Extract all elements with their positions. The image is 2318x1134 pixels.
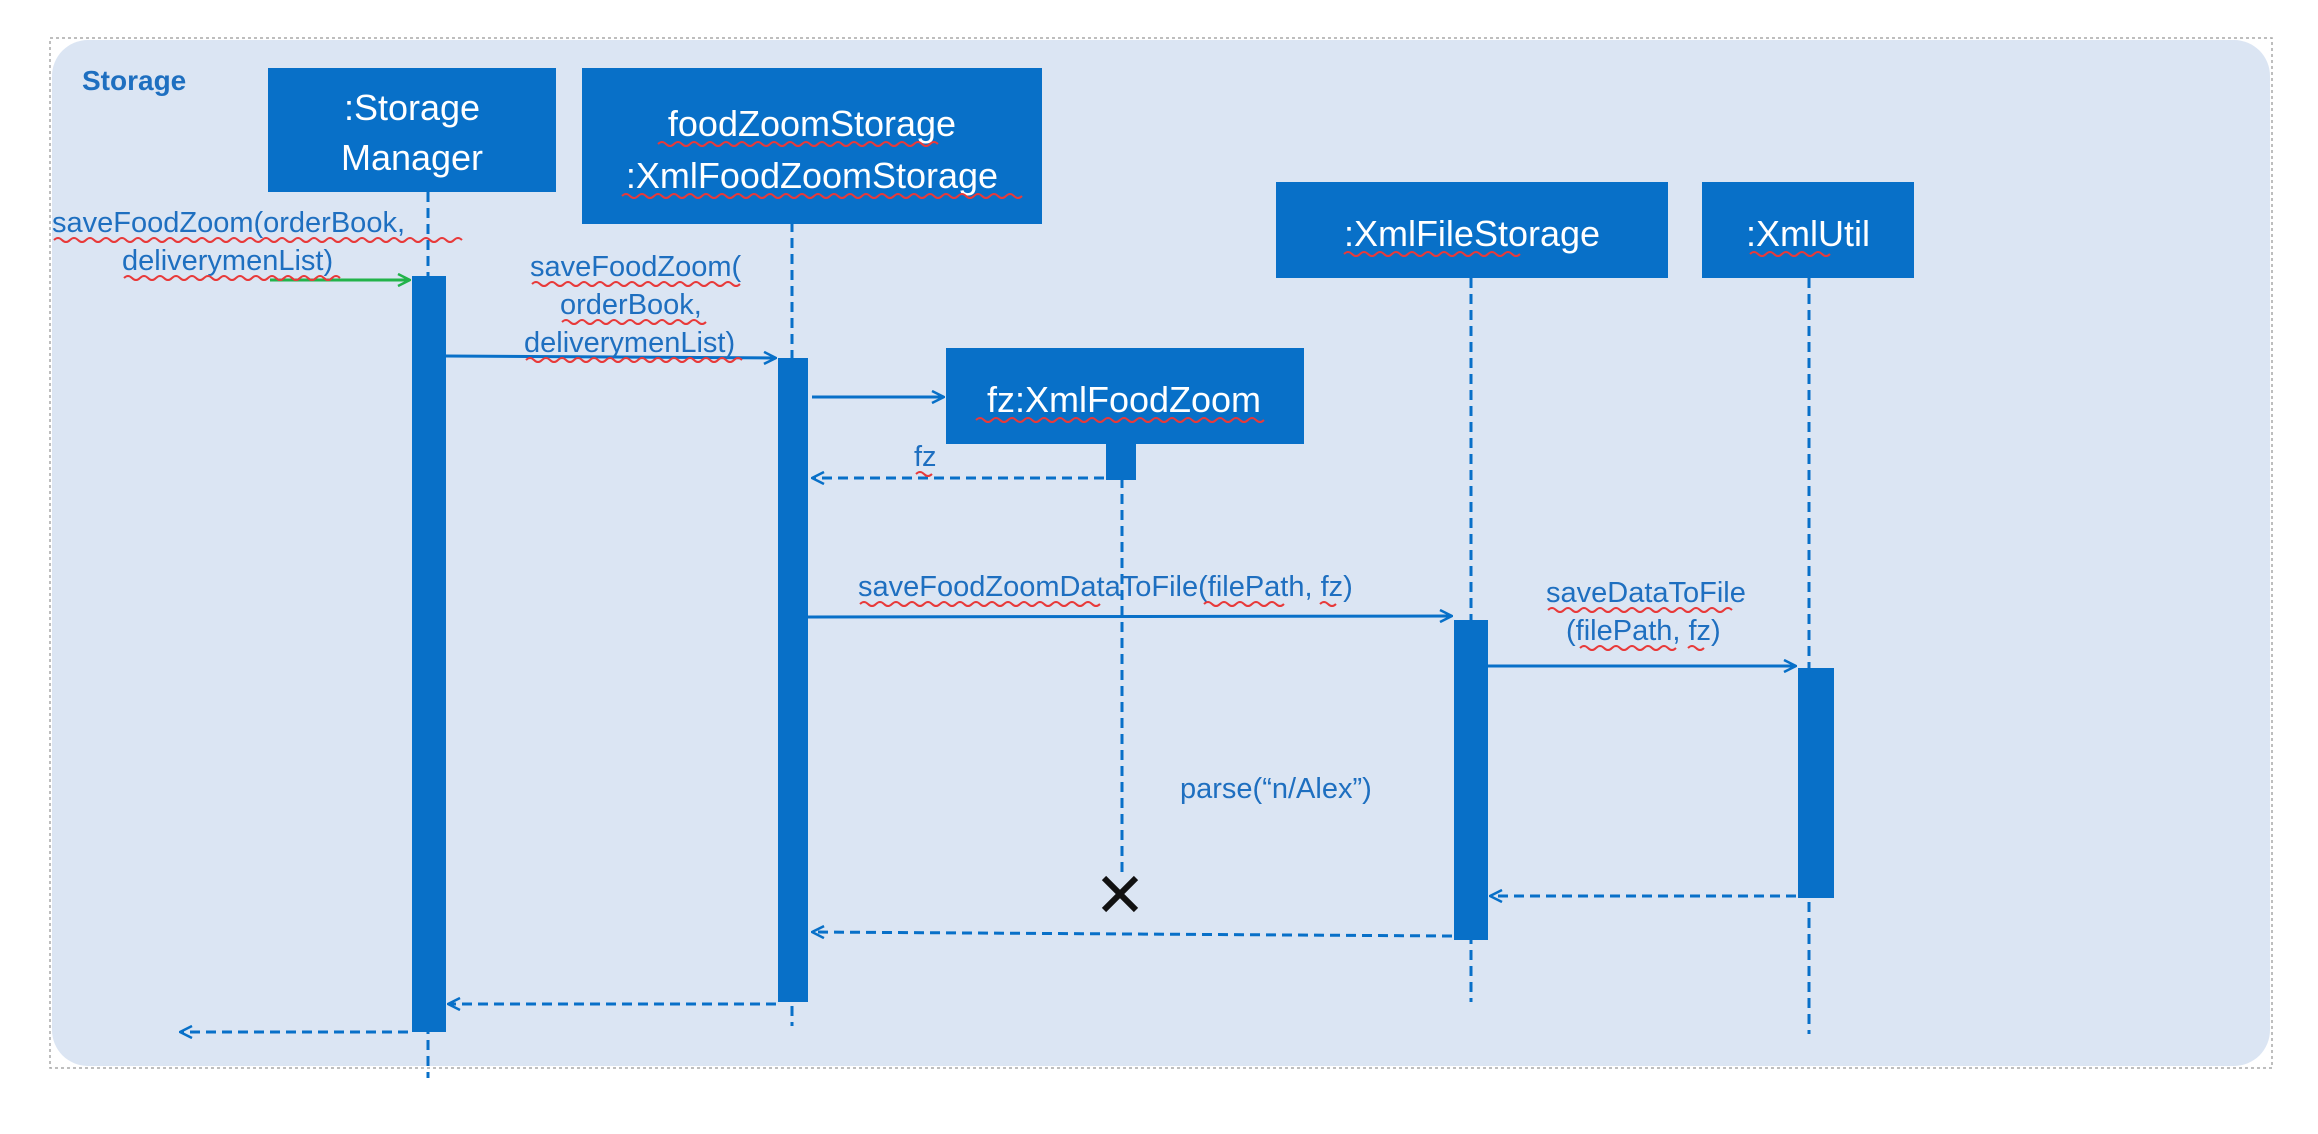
activation-storage-manager <box>412 276 446 1032</box>
activation-xml-food-zoom <box>1106 444 1136 480</box>
label-save-food-zoom-line-1: saveFoodZoom( <box>530 251 741 283</box>
lifeline-header-food-zoom-storage: foodZoomStorage :XmlFoodZoomStorage <box>582 68 1042 224</box>
label-parse-note: parse(“n/Alex”) <box>1180 773 1372 805</box>
label-save-data-to-file-line-2: (filePath, fz) <box>1566 615 1721 647</box>
label-found-line-1: saveFoodZoom(orderBook, <box>52 207 405 239</box>
lifeline-header-xml-util: :XmlUtil <box>1702 182 1914 278</box>
return-from-xml-file-storage <box>812 932 1453 936</box>
label-found-line-2: deliverymenList) <box>122 245 333 277</box>
message-save-food-zoom-data-to-file <box>807 616 1452 617</box>
header-line-2: :XmlFoodZoomStorage <box>626 155 998 196</box>
label-save-food-zoom-line-2: orderBook, <box>560 289 702 321</box>
lifeline-header-xml-food-zoom: fz:XmlFoodZoom <box>946 348 1304 444</box>
header-line-1: :Storage <box>344 87 480 128</box>
frame-dotted-border <box>49 37 2273 1069</box>
storage-frame <box>52 40 2270 1066</box>
destroy-fz-icon <box>1101 875 1139 913</box>
header-line-1: foodZoomStorage <box>668 103 956 144</box>
header-line-1: :XmlUtil <box>1746 213 1870 254</box>
label-save-food-zoom-data-to-file: saveFoodZoomDataToFile(filePath, fz) <box>858 571 1353 603</box>
header-line-1: fz:XmlFoodZoom <box>987 379 1261 420</box>
frame-label: Storage <box>82 65 186 96</box>
spellcheck-underlines <box>53 141 1831 651</box>
activation-food-zoom-storage <box>778 358 808 1002</box>
activation-xml-util <box>1798 668 1834 898</box>
activation-xml-file-storage <box>1454 620 1488 940</box>
lifeline-header-storage-manager: :Storage Manager <box>268 68 556 192</box>
label-save-data-to-file-line-1: saveDataToFile <box>1546 577 1746 609</box>
lifeline-header-xml-file-storage: :XmlFileStorage <box>1276 182 1668 278</box>
label-save-food-zoom-line-3: deliverymenList) <box>524 327 735 359</box>
header-line-1: :XmlFileStorage <box>1344 213 1600 254</box>
header-line-2: Manager <box>341 137 483 178</box>
label-return-fz: fz <box>914 441 937 473</box>
